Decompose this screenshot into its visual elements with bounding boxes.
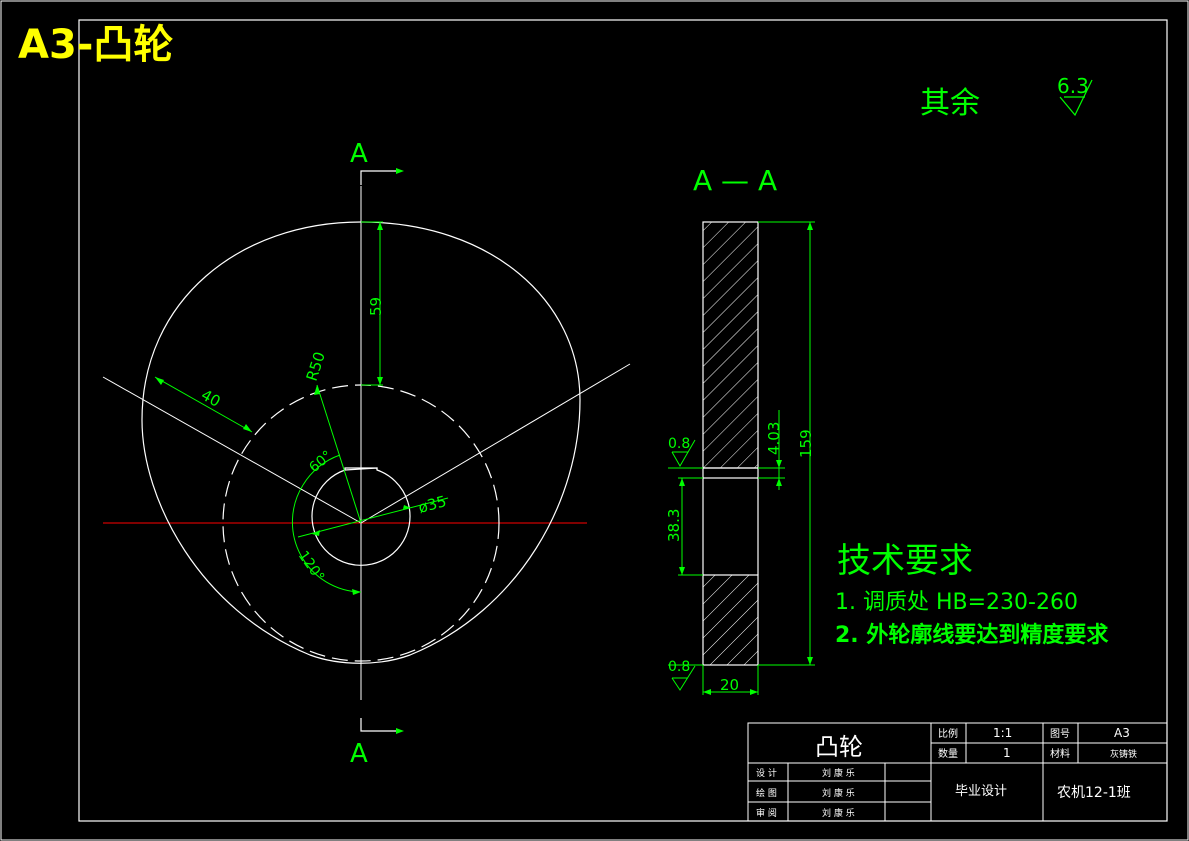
roughness-lower-value: 0.8	[668, 659, 690, 675]
ray-left	[102, 376, 362, 524]
section-lower-hatched	[702, 574, 759, 666]
dim-keyway-text: 4.03	[765, 422, 783, 455]
bore-circle	[311, 467, 411, 566]
sheet-title: A3-凸轮	[18, 22, 173, 68]
tech-req-item1: 1. 调质处 HB=230-260	[835, 590, 1078, 615]
title-block-part-name: 凸轮	[815, 733, 863, 761]
section-arrow-top-icon	[396, 168, 404, 174]
title-block-class: 农机12-1班	[1057, 785, 1131, 801]
dim-rise-text: 40	[198, 386, 223, 411]
dim-bore-height-text: 38.3	[665, 509, 683, 542]
section-mark-top: A	[350, 139, 368, 169]
title-block-material-label: 材料	[1050, 747, 1070, 760]
section-mark-bottom: A	[350, 739, 368, 769]
title-block-designer-name: 刘 康 乐	[822, 767, 855, 779]
title-block-drawer-name: 刘 康 乐	[822, 787, 855, 799]
keyway-section	[702, 467, 759, 479]
ray-right	[360, 363, 631, 524]
dim-height-text: 159	[797, 429, 815, 458]
dim-bore-text: ø35	[416, 492, 448, 517]
section-upper-hatched	[702, 221, 759, 469]
roughness-upper-value: 0.8	[668, 436, 690, 452]
dim-radius-text: R50	[303, 350, 329, 384]
surface-finish-roughness: 6.3	[1057, 74, 1089, 98]
dim-lift-text: 59	[367, 297, 385, 316]
title-block-sheet-value: A3	[1114, 726, 1130, 740]
section-view: 159 4.03 38.3 20 0.8	[665, 221, 815, 695]
title-block-project: 毕业设计	[955, 784, 1007, 799]
section-arrow-bottom-icon	[396, 728, 404, 734]
roughness-upper-icon	[668, 439, 703, 469]
title-block-qty-label: 数量	[938, 747, 958, 760]
surface-finish-label: 其余	[920, 86, 980, 121]
dim-bore-leader	[297, 497, 449, 538]
title-block-scale-label: 比例	[938, 727, 958, 740]
title-block-qty-value: 1	[1003, 746, 1011, 760]
dim-rise-line	[154, 376, 253, 433]
dim-thickness-text: 20	[720, 676, 739, 694]
cam-outer-profile	[141, 221, 581, 664]
roughness-lower-icon	[668, 664, 703, 691]
title-block-scale-value: 1:1	[993, 726, 1012, 740]
title-block-material-value: 灰铸铁	[1110, 748, 1137, 760]
keyway	[344, 467, 378, 470]
tech-req-heading: 技术要求	[837, 541, 973, 581]
title-block-designer-label: 设 计	[756, 767, 777, 779]
dim-angle-upper-arc	[302, 454, 341, 486]
dim-angle-upper-text: 60°	[306, 448, 335, 476]
tech-req-item2: 2. 外轮廓线要达到精度要求	[835, 622, 1108, 648]
section-title: A — A	[693, 164, 777, 197]
title-block-reviewer-name: 刘 康 乐	[822, 807, 855, 819]
inner-frame	[78, 19, 1168, 822]
dim-angle-lower-arc	[291, 484, 362, 593]
dim-radius-leader	[316, 384, 362, 524]
title-block-sheet-label: 图号	[1050, 728, 1070, 740]
cam-front-view: A A 59 R50 40 60°	[102, 139, 631, 769]
title-block	[747, 722, 1168, 822]
title-block-drawer-label: 绘 图	[756, 787, 777, 799]
title-block-reviewer-label: 审 阅	[756, 807, 777, 819]
roughness-symbol-icon	[1059, 79, 1093, 117]
